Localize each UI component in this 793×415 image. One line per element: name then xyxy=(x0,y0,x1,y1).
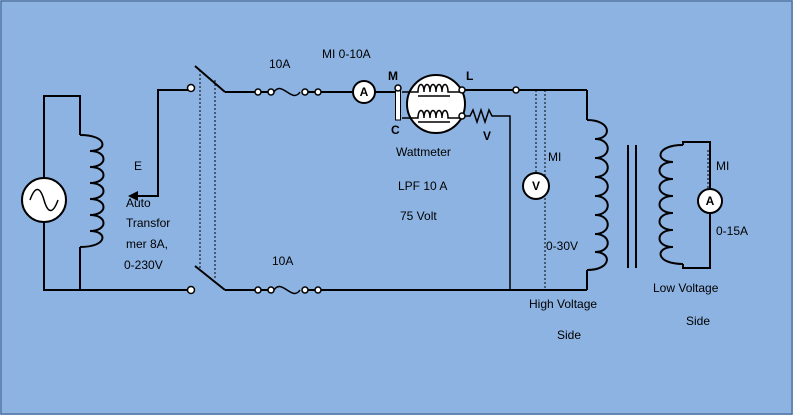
lv-range-label: 0-15A xyxy=(716,224,748,238)
e-label: E xyxy=(134,159,142,173)
autotransformer-label-3: mer 8A, xyxy=(126,237,168,251)
hv-winding xyxy=(586,90,609,290)
lv-winding xyxy=(658,141,723,269)
bottom-line xyxy=(225,285,587,295)
autotransformer-label-2: Transfor xyxy=(126,216,170,230)
top-line xyxy=(225,80,398,104)
dpst-switch xyxy=(186,65,226,295)
autotransformer-label-4: 0-230V xyxy=(124,258,163,272)
resistor-icon xyxy=(465,107,511,290)
fuse-bottom-icon xyxy=(273,285,301,295)
autotransformer-label-1: Auto xyxy=(126,196,151,210)
ac-source xyxy=(21,95,191,291)
terminal-c-label: C xyxy=(391,123,400,137)
lv-ammeter-icon xyxy=(697,188,723,214)
voltmeter-icon xyxy=(522,172,550,200)
lv-mi-label: MI xyxy=(716,159,729,173)
terminal-v-label: V xyxy=(483,129,491,143)
terminal-m-label: M xyxy=(388,69,398,83)
autotransformer-coil xyxy=(79,89,189,290)
hv-side-label-1: High Voltage xyxy=(529,297,597,311)
fuse-bottom-label: 10A xyxy=(272,254,293,268)
fuse-top-icon xyxy=(273,87,301,97)
hv-side-label-2: Side xyxy=(557,328,581,342)
voltmeter-mi-label: MI xyxy=(548,150,561,164)
hv-range-label: 0-30V xyxy=(546,239,578,253)
lpf-rating-label: LPF 10 A xyxy=(398,179,447,193)
lv-ammeter-symbol: A xyxy=(706,194,715,208)
ammeter-symbol: A xyxy=(360,85,369,99)
transformer-core xyxy=(627,145,637,268)
lv-side-label-1: Low Voltage xyxy=(653,281,719,295)
lv-side-label-2: Side xyxy=(686,314,710,328)
lpf-volt-label: 75 Volt xyxy=(400,209,437,223)
fuse-top-label: 10A xyxy=(269,57,290,71)
wattmeter-label: Wattmeter xyxy=(396,145,451,159)
voltmeter xyxy=(522,90,550,290)
voltmeter-symbol: V xyxy=(532,179,540,193)
wattmeter xyxy=(394,74,587,290)
tap-arrow-icon xyxy=(128,191,138,201)
ammeter-spec-label: MI 0-10A xyxy=(322,47,371,61)
terminal-l-label: L xyxy=(466,69,473,83)
